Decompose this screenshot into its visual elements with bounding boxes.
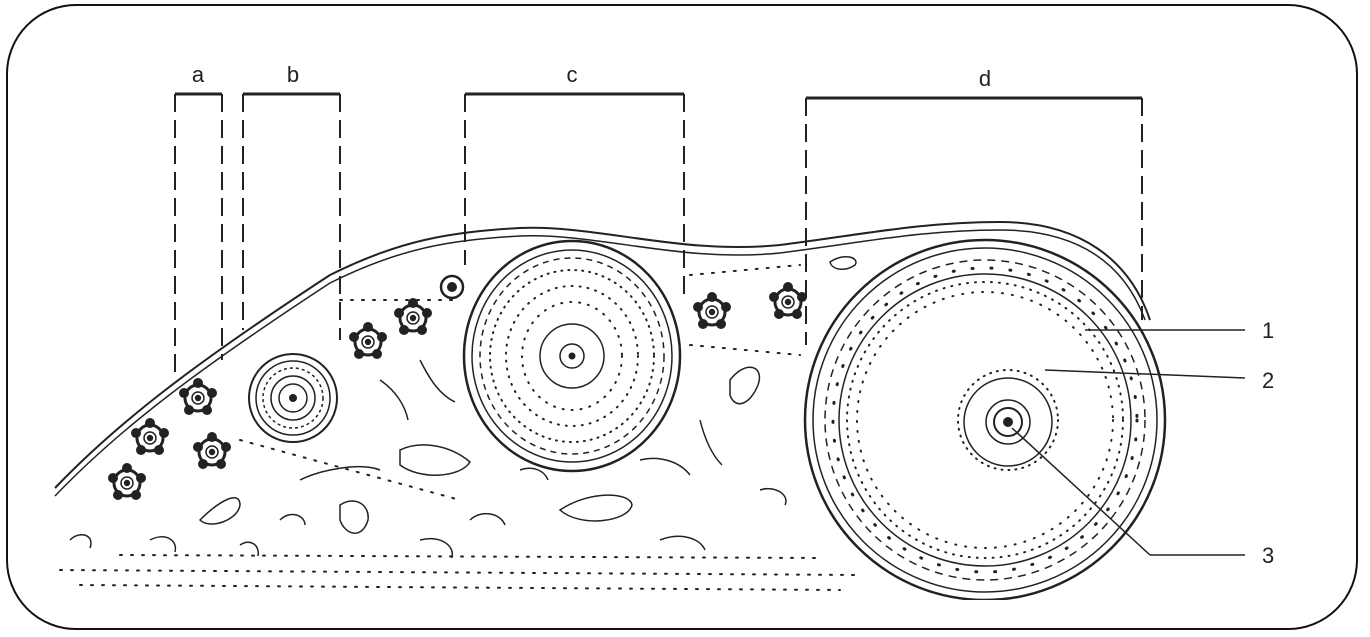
callout-label-3: 3 (1262, 543, 1274, 568)
stage-label-a: a (192, 62, 205, 87)
primary-follicle (249, 354, 337, 442)
stage-bracket-a (175, 94, 222, 380)
stage-label-c: c (567, 62, 578, 87)
primordial-follicles (109, 283, 806, 499)
stage-label-b: b (287, 62, 299, 87)
stage-bracket-c (465, 94, 684, 300)
stage-label-d: d (979, 66, 991, 91)
callout-label-1: 1 (1262, 318, 1274, 343)
callout-label-2: 2 (1262, 368, 1274, 393)
secondary-follicle (464, 241, 680, 471)
stage-bracket-b (243, 94, 340, 340)
antral-follicle (805, 240, 1165, 600)
